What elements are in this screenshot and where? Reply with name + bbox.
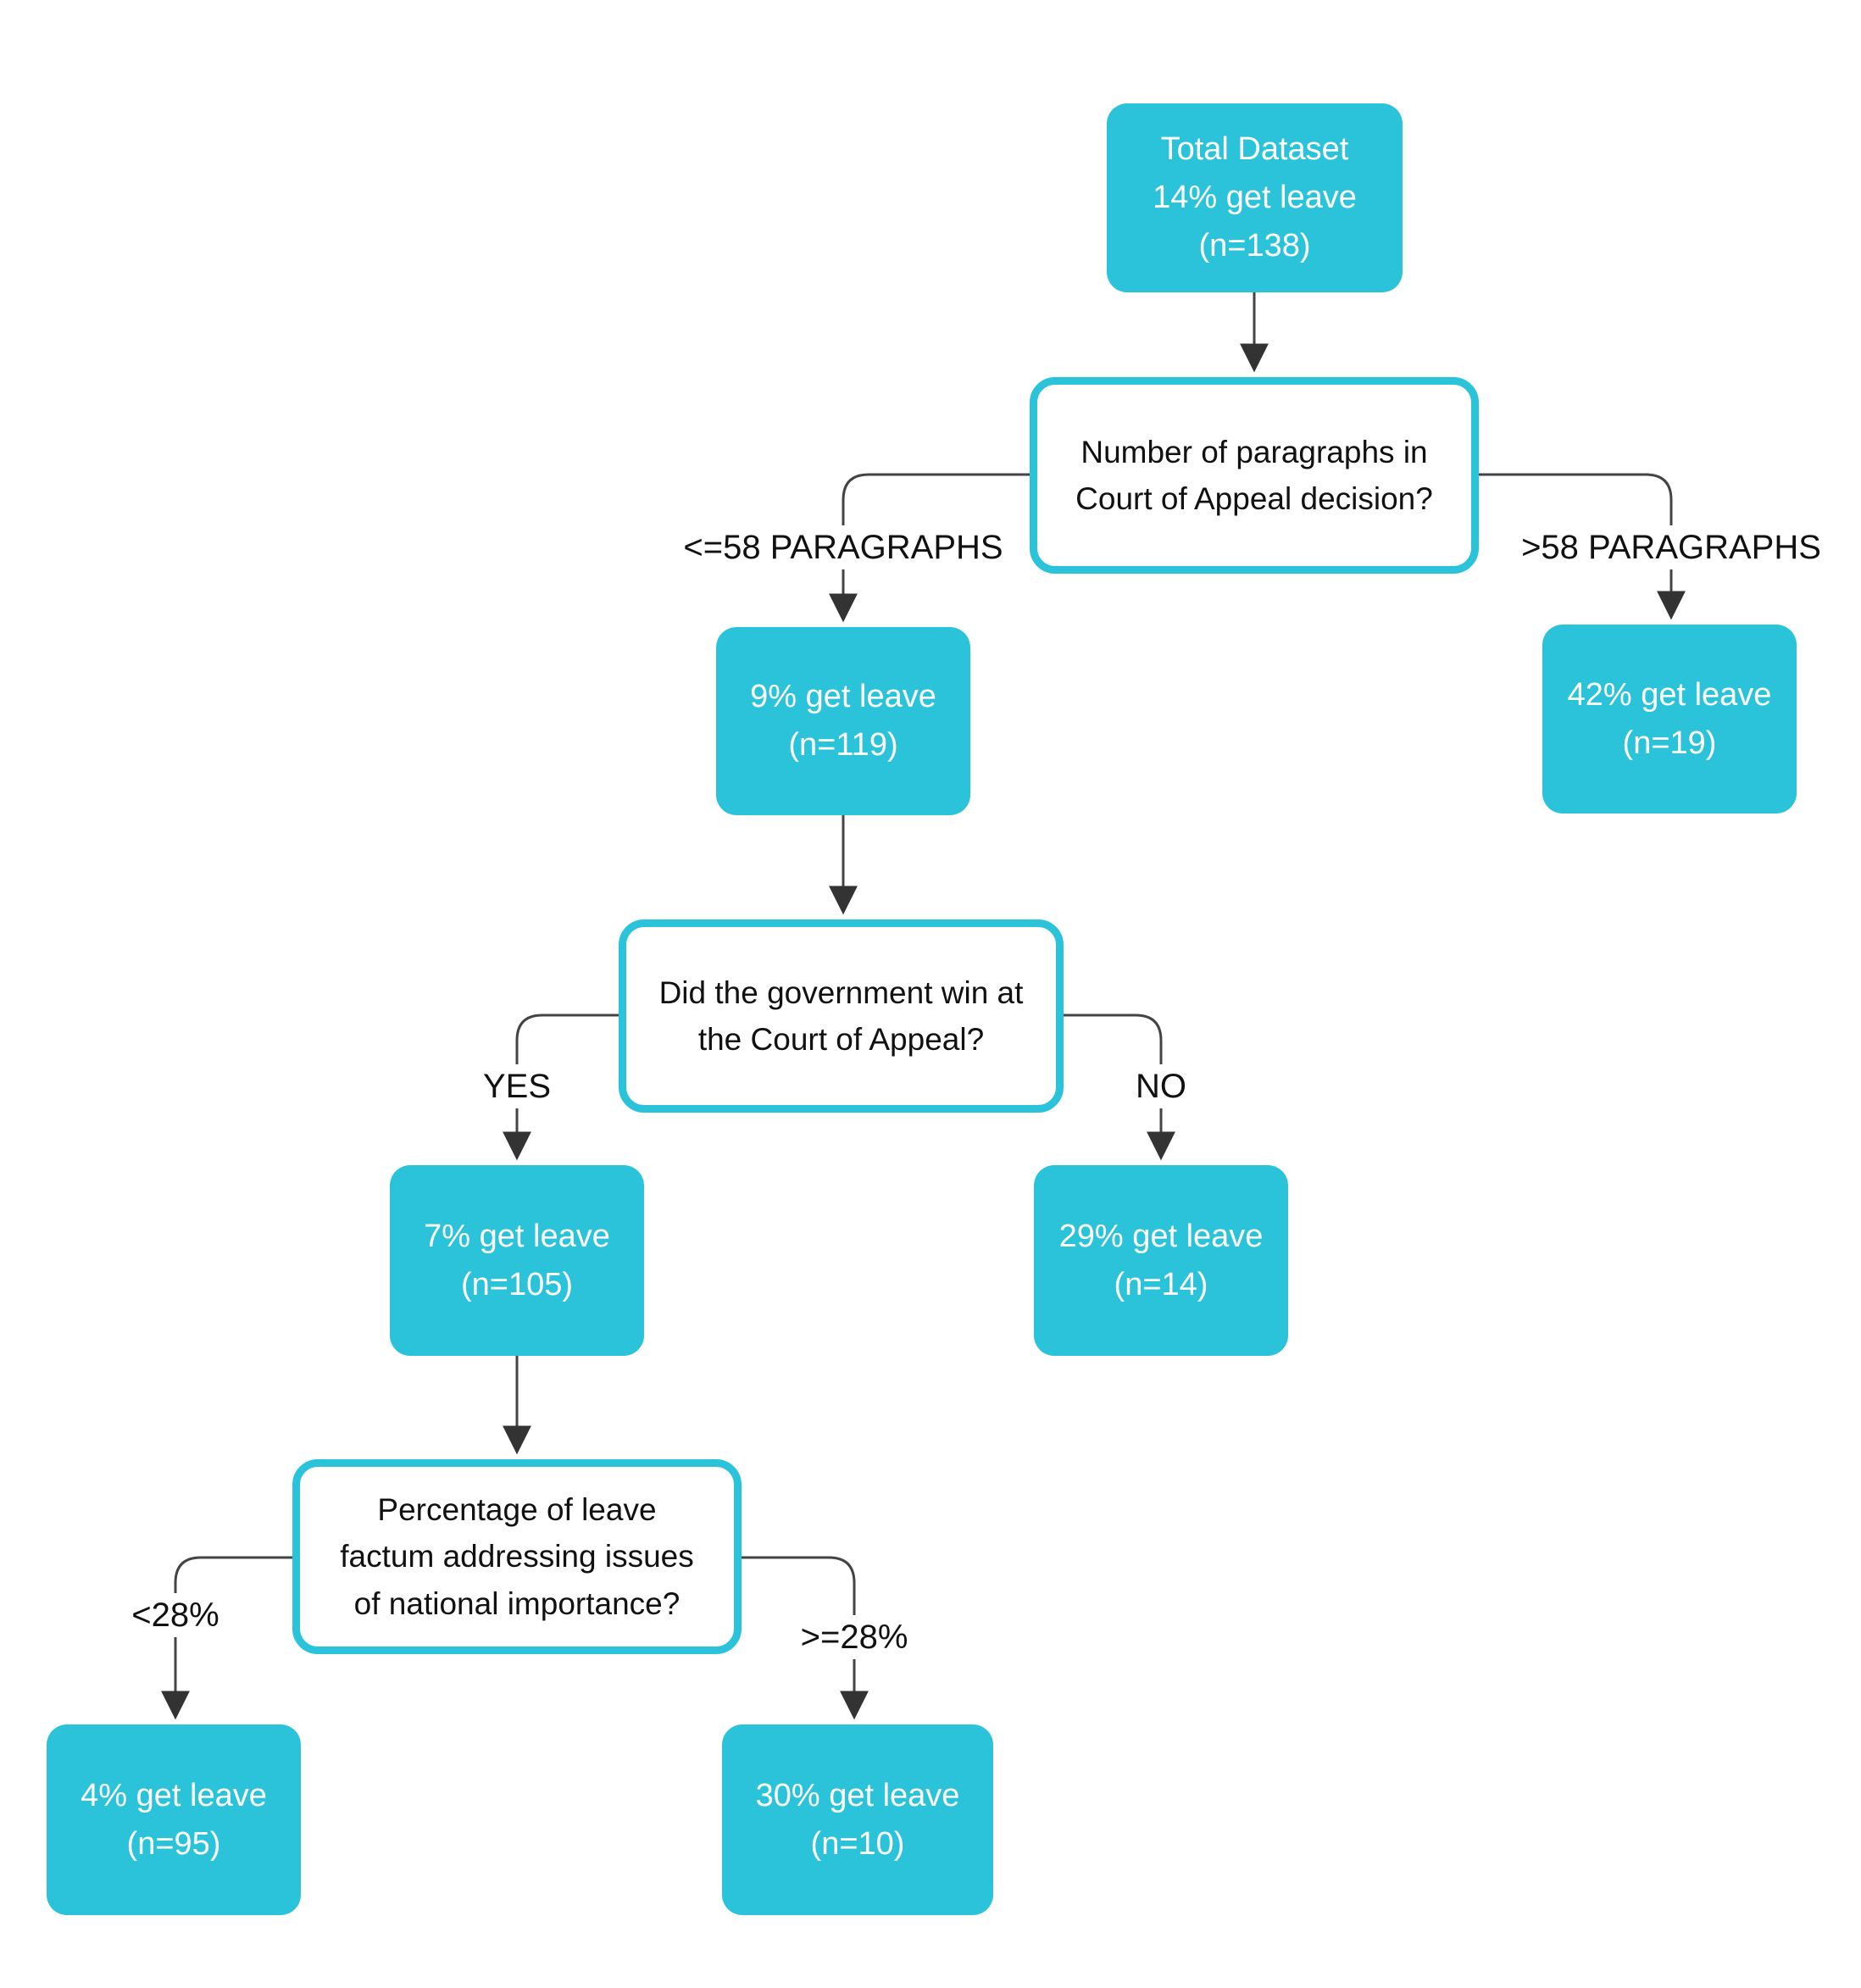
edge-q2-to-leaf-yes xyxy=(503,1013,619,1161)
node-leaf-ge28: 30% get leave (n=10) xyxy=(722,1724,993,1915)
node-leaf-gt58: 42% get leave (n=19) xyxy=(1542,625,1797,814)
branch-label-le58-paragraphs: <=58 PARAGRAPHS xyxy=(675,525,1012,569)
node-leaf-lt28: 4% get leave (n=95) xyxy=(47,1724,301,1915)
edge-q2-to-leaf-no xyxy=(1064,1013,1175,1161)
edge-q3-to-leaf-ge28 xyxy=(742,1556,869,1720)
node-leaf-le58: 9% get leave (n=119) xyxy=(716,627,970,815)
node-leaf-no-text: 29% get leave (n=14) xyxy=(1058,1218,1264,1302)
node-leaf-gt58-text: 42% get leave (n=19) xyxy=(1567,676,1772,761)
branch-label-gt58-paragraphs: >58 PARAGRAPHS xyxy=(1513,525,1830,569)
node-leaf-no: 29% get leave (n=14) xyxy=(1034,1165,1288,1356)
branch-label-lt28: <28% xyxy=(123,1593,228,1637)
node-question-gov-win: Did the government win at the Court of A… xyxy=(619,919,1064,1113)
node-question-gov-win-text: Did the government win at the Court of A… xyxy=(658,975,1024,1058)
branch-label-no: NO xyxy=(1127,1064,1195,1108)
node-question-factum-pct-text: Percentage of leave factum addressing is… xyxy=(340,1491,694,1621)
edge-q1-to-leaf-gt58 xyxy=(1479,473,1686,620)
node-leaf-ge28-text: 30% get leave (n=10) xyxy=(755,1777,960,1862)
node-leaf-yes: 7% get leave (n=105) xyxy=(390,1165,644,1356)
edge-q3-to-leaf-lt28 xyxy=(161,1556,292,1720)
node-question-factum-pct: Percentage of leave factum addressing is… xyxy=(292,1459,742,1654)
node-question-paragraphs-text: Number of paragraphs in Court of Appeal … xyxy=(1075,434,1433,517)
node-total-dataset: Total Dataset 14% get leave (n=138) xyxy=(1107,103,1403,292)
node-question-paragraphs: Number of paragraphs in Court of Appeal … xyxy=(1030,377,1479,574)
node-leaf-yes-text: 7% get leave (n=105) xyxy=(424,1218,610,1302)
branch-label-yes: YES xyxy=(474,1064,560,1108)
node-leaf-le58-text: 9% get leave (n=119) xyxy=(750,679,936,763)
branch-label-ge28: >=28% xyxy=(792,1615,917,1659)
edge-q1-to-leaf-le58 xyxy=(829,473,1030,623)
node-leaf-lt28-text: 4% get leave (n=95) xyxy=(81,1777,267,1862)
node-total-dataset-text: Total Dataset 14% get leave (n=138) xyxy=(1153,131,1357,264)
